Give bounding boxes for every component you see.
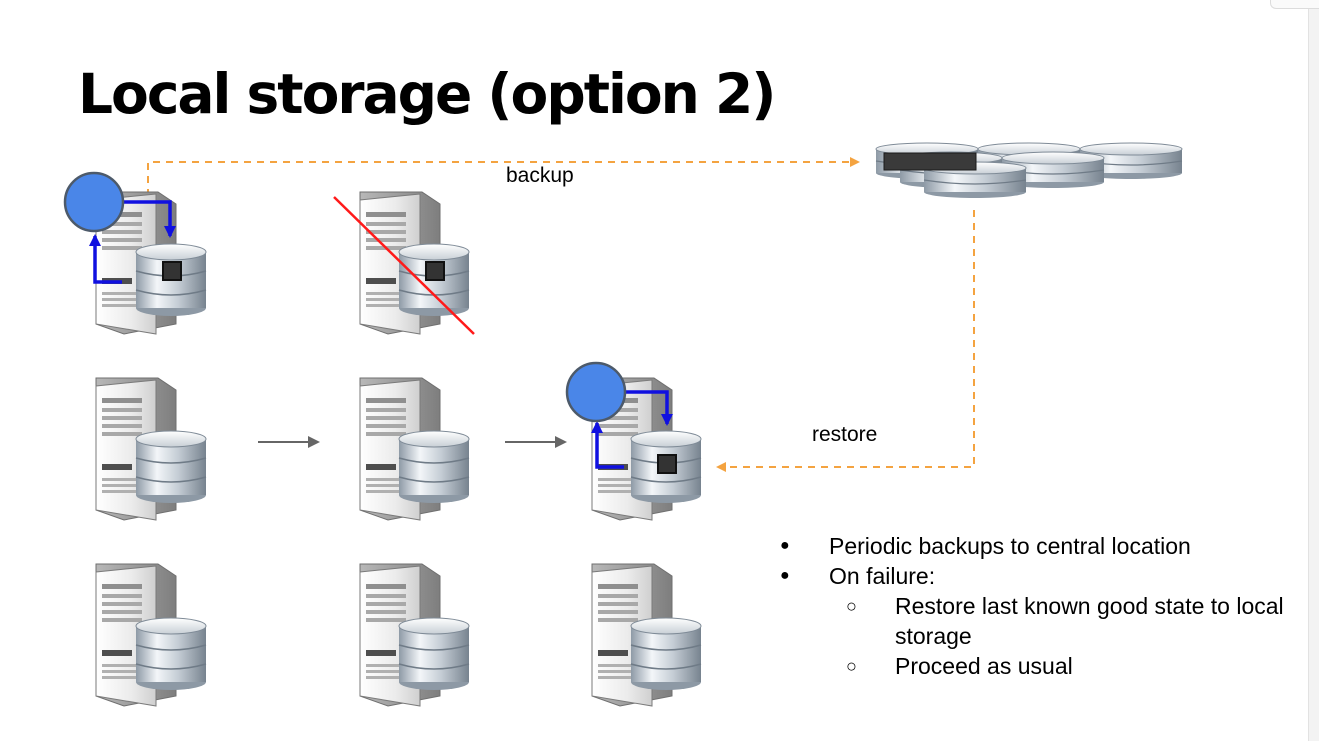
server-r3-c3 (591, 563, 702, 707)
server-failed (359, 191, 470, 335)
bullet-on-failure: On failure: (780, 561, 1300, 591)
server-r3-c2 (359, 563, 470, 707)
restore-label: restore (812, 423, 878, 446)
bullet-list: Periodic backups to central location On … (780, 531, 1300, 681)
server-r2-c2 (359, 377, 470, 521)
window-corner-tab (1270, 0, 1319, 9)
process-circle-restored (565, 361, 627, 423)
server-active-source (95, 191, 207, 335)
slide-title: Local storage (option 2) (78, 62, 776, 126)
bullet-periodic-backups: Periodic backups to central location (780, 531, 1300, 561)
sub-bullet-proceed: Proceed as usual (780, 651, 1300, 681)
server-r3-c1 (95, 563, 207, 707)
server-restored (591, 377, 702, 521)
process-arrows-source (89, 200, 176, 284)
backup-label: backup (506, 164, 574, 187)
process-arrows-restored (591, 390, 673, 469)
failure-strike (333, 196, 475, 335)
central-backup-storage (875, 142, 1183, 199)
process-circle-source (63, 171, 125, 233)
backup-flow-arrow (147, 157, 860, 196)
sub-bullet-restore: Restore last known good state to local s… (780, 591, 1300, 651)
scrollbar-track[interactable] (1308, 0, 1319, 741)
server-r2-c1 (95, 377, 207, 521)
